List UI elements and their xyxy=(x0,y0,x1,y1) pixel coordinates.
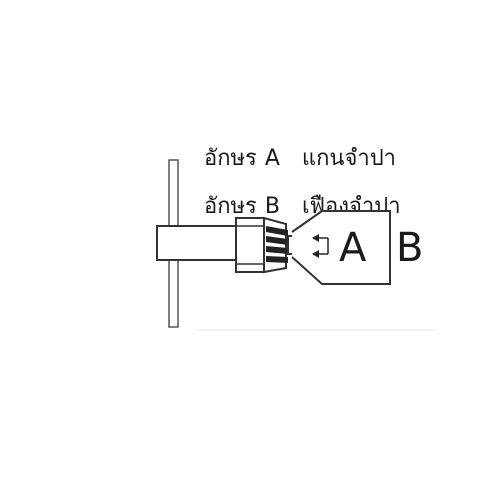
label-a: A xyxy=(339,225,367,271)
legend-b-letter: B xyxy=(264,194,280,219)
gear-teeth xyxy=(266,226,288,263)
legend-b-word: อักษร xyxy=(204,194,257,219)
legend-a: อักษร A แกนจำปา xyxy=(190,126,396,170)
legend-a-letter: A xyxy=(264,146,280,171)
label-b: B xyxy=(396,225,423,271)
collar xyxy=(235,217,265,273)
legend-a-word: อักษร xyxy=(204,146,257,171)
shaft-body xyxy=(156,225,237,261)
cone-head xyxy=(263,216,287,274)
callout-box xyxy=(291,210,391,285)
legend-a-description: แกนจำปา xyxy=(301,146,397,171)
